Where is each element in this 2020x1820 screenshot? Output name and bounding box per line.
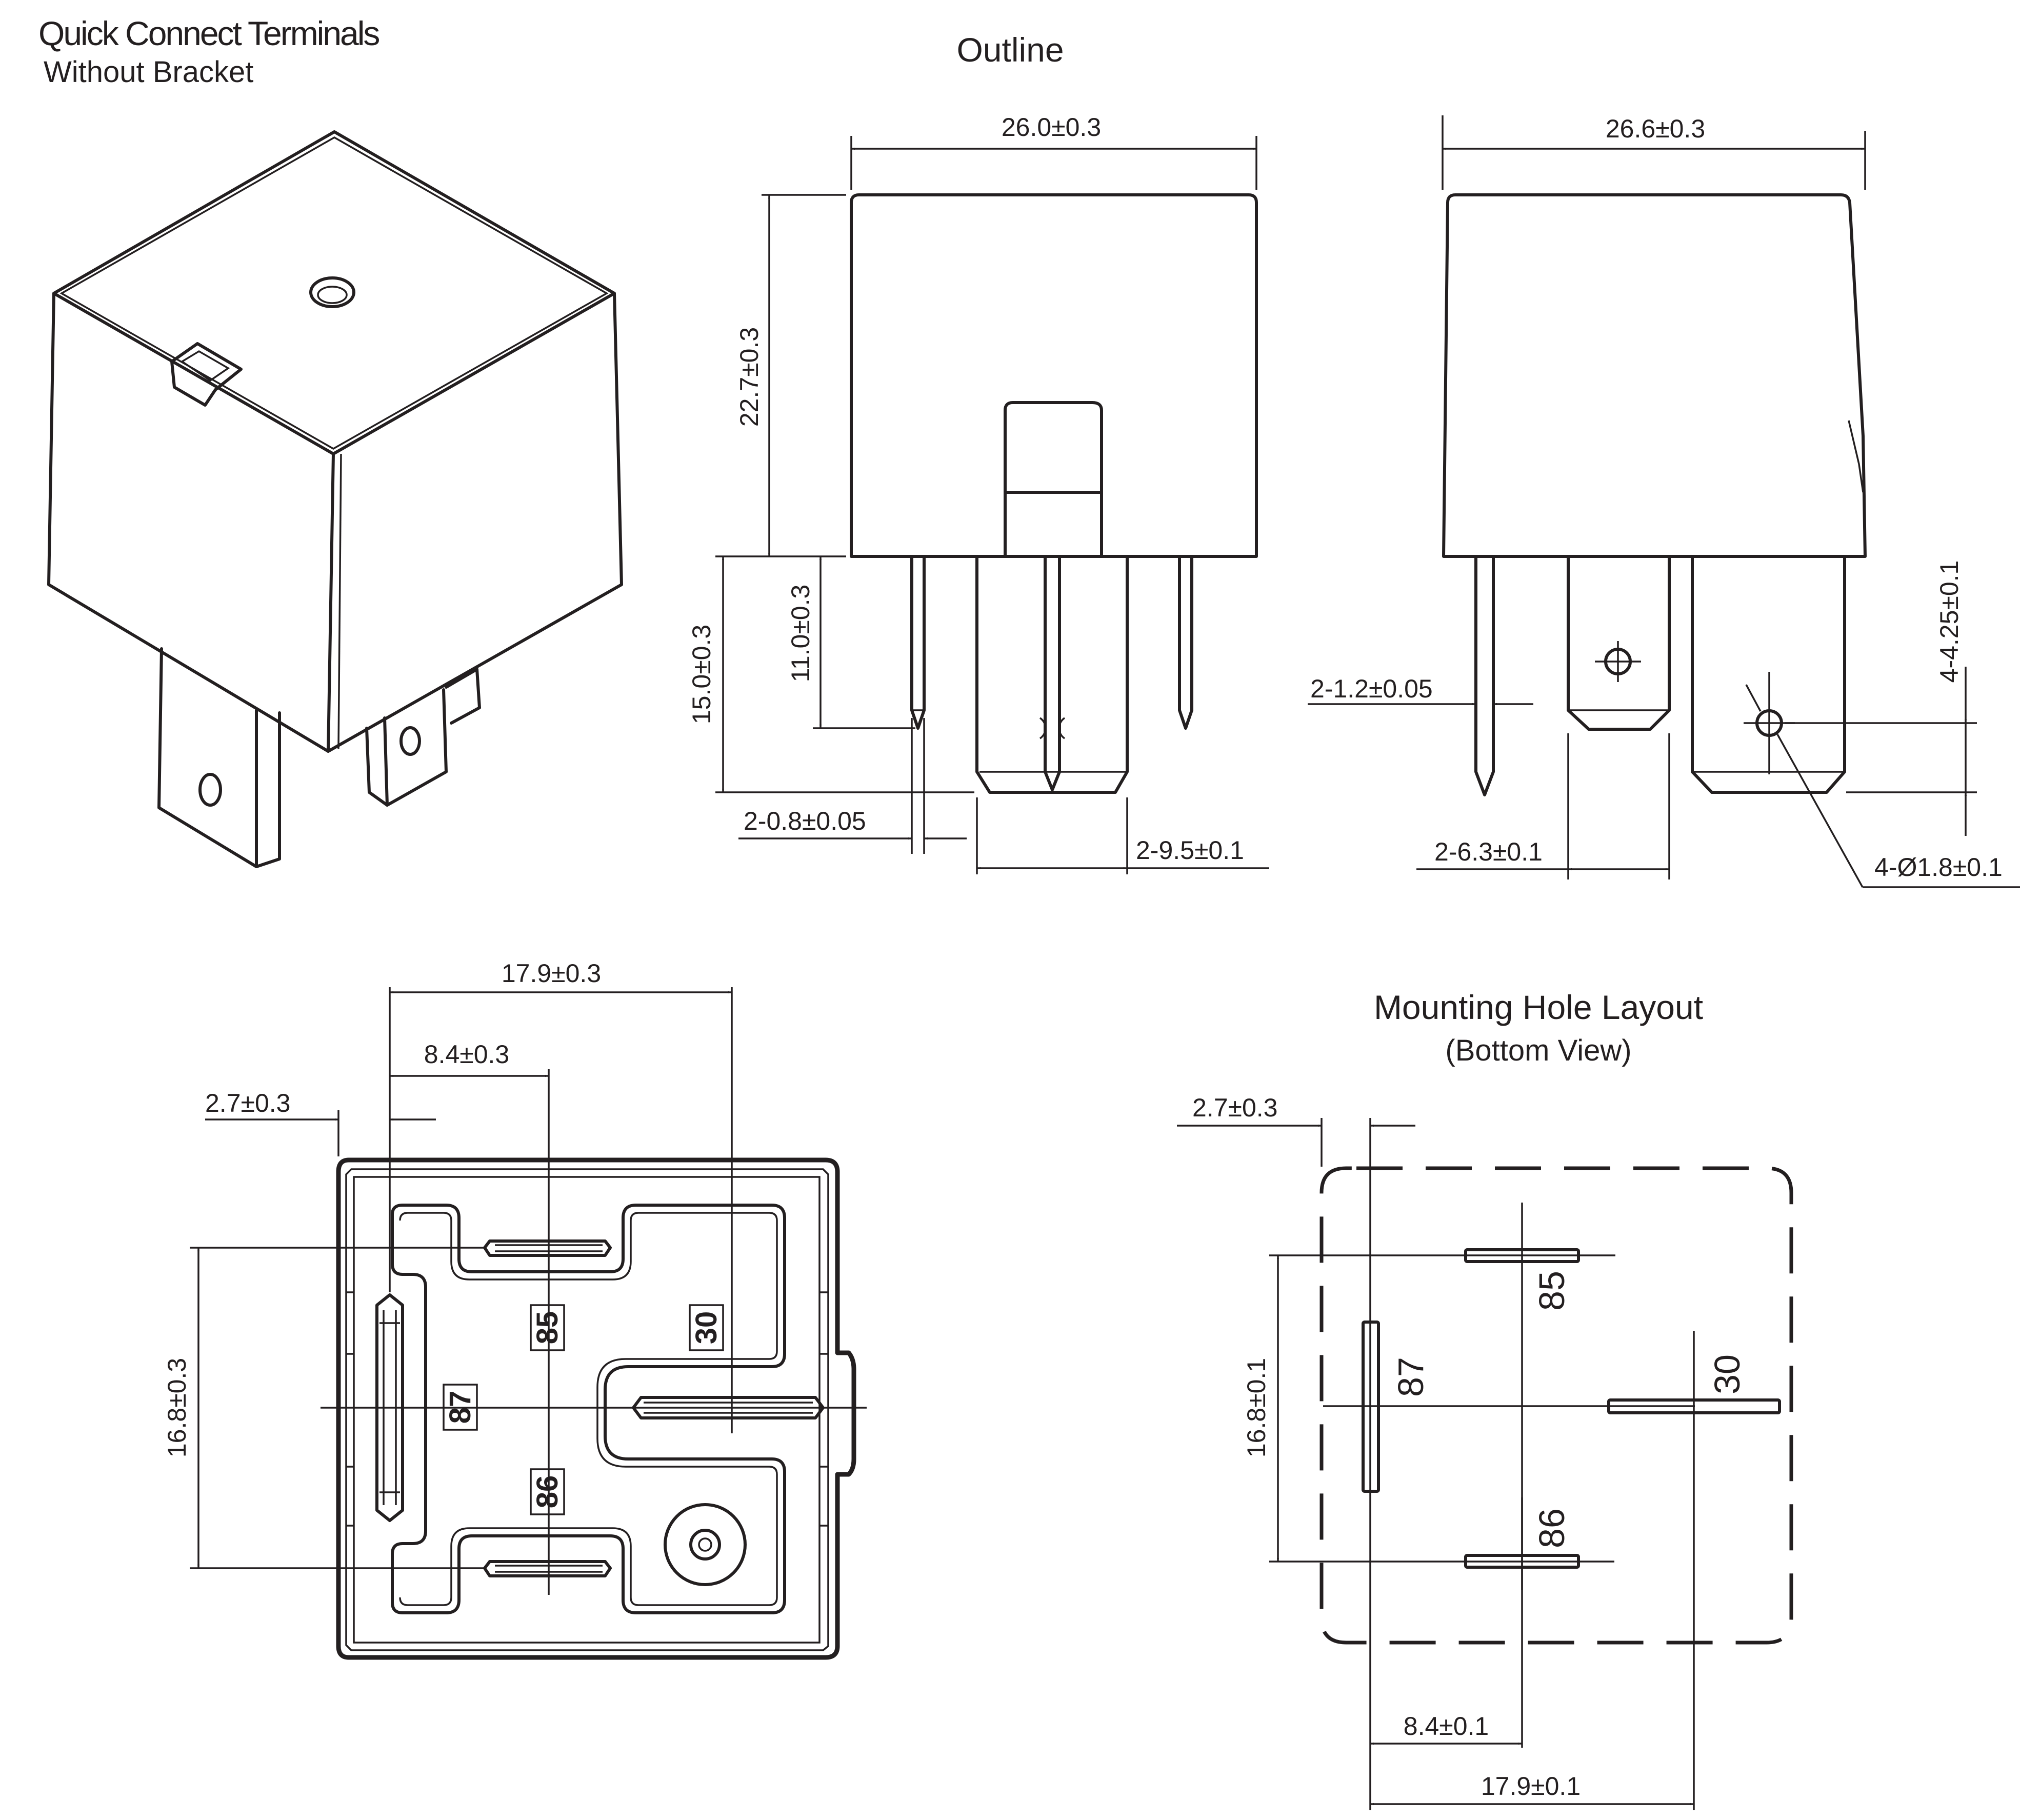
bottom-view: 85 30 87 86 17.9±0.3 8.4±0.3 2.7±0.3 16.… xyxy=(163,959,867,1660)
header-subtitle: Without Bracket xyxy=(44,55,253,89)
mounting-hole-layout: Mounting Hole Layout (Bottom View) 85 87… xyxy=(1177,988,1793,1810)
mount-pin-87: 87 xyxy=(1391,1357,1431,1397)
dim-mount-vertical: 16.8±0.1 xyxy=(1242,1358,1271,1457)
pin-label-30: 30 xyxy=(690,1311,723,1345)
dim-side-pin-width: 2-1.2±0.05 xyxy=(1310,674,1433,703)
side-view: 26.6±0.3 2-1.2±0.05 2-6.3±0.1 4-4.25±0.1… xyxy=(1308,114,2020,888)
dim-mount-overall: 17.9±0.1 xyxy=(1481,1772,1581,1801)
dim-hole-diameter: 4-Ø1.8±0.1 xyxy=(1874,853,2003,882)
dim-bottom-vertical: 16.8±0.3 xyxy=(163,1358,191,1457)
mount-pin-30: 30 xyxy=(1707,1354,1747,1394)
dim-mount-mid: 8.4±0.1 xyxy=(1404,1712,1489,1741)
dim-bottom-overall: 17.9±0.3 xyxy=(502,959,601,988)
front-view: 26.0±0.3 22.7±0.3 15.0±0.3 11.0±0.3 2-0.… xyxy=(687,113,1269,874)
dim-blade-width: 2-9.5±0.1 xyxy=(1136,836,1244,865)
dim-pin-thickness: 2-0.8±0.05 xyxy=(744,807,866,835)
dim-pin-long: 15.0±0.3 xyxy=(687,625,716,724)
pin-label-85: 85 xyxy=(531,1311,564,1345)
dim-side-width: 26.6±0.3 xyxy=(1606,114,1705,143)
mount-pin-85: 85 xyxy=(1532,1271,1572,1311)
mounting-subtitle: (Bottom View) xyxy=(1445,1034,1631,1067)
dim-front-width: 26.0±0.3 xyxy=(1002,113,1101,142)
dim-mount-left: 2.7±0.3 xyxy=(1192,1093,1277,1122)
pin-label-86: 86 xyxy=(531,1475,564,1509)
dim-pin-short: 11.0±0.3 xyxy=(786,585,815,683)
mounting-title: Mounting Hole Layout xyxy=(1374,988,1703,1026)
dim-bottom-left: 2.7±0.3 xyxy=(205,1089,290,1117)
header-title: Quick Connect Terminals xyxy=(38,14,379,52)
relay-isometric-view xyxy=(47,130,623,868)
outline-title: Outline xyxy=(956,31,1064,69)
mount-pin-86: 86 xyxy=(1532,1508,1572,1548)
dim-front-height: 22.7±0.3 xyxy=(735,327,764,427)
dim-bottom-mid: 8.4±0.3 xyxy=(424,1040,509,1069)
dim-hole-position: 4-4.25±0.1 xyxy=(1935,561,1964,683)
dim-side-blade-width: 2-6.3±0.1 xyxy=(1434,837,1543,866)
